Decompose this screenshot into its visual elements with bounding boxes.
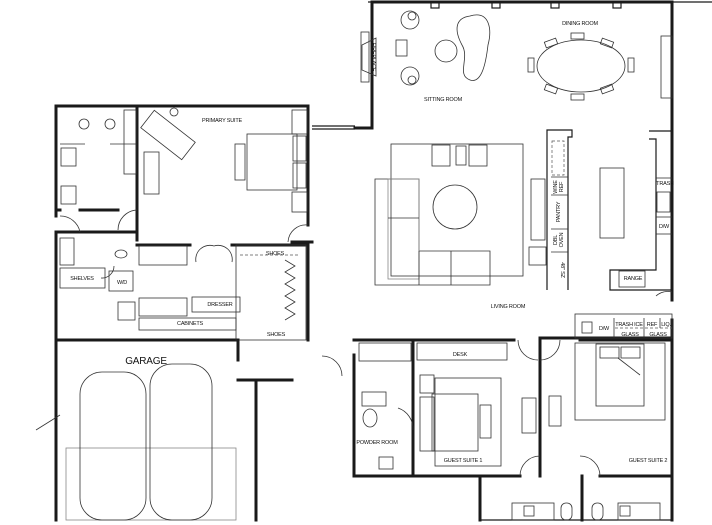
shelves-label: SHELVES xyxy=(70,276,94,282)
dw-kitchen-label: D/W xyxy=(659,224,670,230)
wd-label: W/D xyxy=(117,280,127,286)
powder-room-label: POWDER ROOM xyxy=(356,440,398,446)
dining-table xyxy=(527,32,673,101)
primary-suite-furniture xyxy=(140,107,308,213)
guest-suite-1-label: GUEST SUITE 1 xyxy=(444,458,483,464)
dining-room-label: DINING ROOM xyxy=(562,21,598,27)
guest-bathrooms xyxy=(511,502,661,521)
fireplace: FIREPLACE xyxy=(360,31,377,83)
shoes-top-label: SHOES xyxy=(266,251,285,257)
range-label: RANGE xyxy=(624,276,643,282)
garage-label: GARAGE xyxy=(125,356,167,367)
primary-bath xyxy=(60,109,137,205)
glass-1-label: GLASS xyxy=(621,332,639,338)
living-room-furniture xyxy=(374,143,524,286)
sitting-room-furniture xyxy=(395,10,491,86)
trash-label: TRASH xyxy=(656,181,674,187)
guest-suite-2-furniture xyxy=(548,342,666,427)
liq-label: LIQ. xyxy=(661,322,671,328)
guest-suite-1-furniture: DESK xyxy=(416,342,537,467)
primary-suite-walls xyxy=(54,104,314,522)
dresser-label: DRESSER xyxy=(207,302,232,308)
ref-bar-label: REF xyxy=(647,322,658,328)
guest-wing-walls xyxy=(321,336,674,522)
trash-ice-label: TRASH ICE xyxy=(615,322,643,328)
powder-room-fixtures xyxy=(358,342,412,470)
glass-2-label: GLASS xyxy=(649,332,667,338)
closets-laundry: SHELVES W/D DRESSER CABINETS SHOES SHOES xyxy=(59,237,307,341)
dw-bar-label: D/W xyxy=(599,326,610,332)
sitting-room-label: SITTING ROOM xyxy=(424,97,463,103)
bar-counter: D/W TRASH ICE REF LIQ. GLASS GLASS xyxy=(574,313,673,339)
cabinets-label: CABINETS xyxy=(177,321,203,327)
primary-suite-label: PRIMARY SUITE xyxy=(202,118,243,124)
garage xyxy=(35,338,294,522)
pantry-label: PANTRY xyxy=(556,201,562,222)
kitchen: WINE REF PANTRY DBL OVEN 48" SZ TRASH D/… xyxy=(528,129,674,297)
wine-label: WINE xyxy=(553,180,559,194)
shoes-bottom-label: SHOES xyxy=(267,332,286,338)
oven-label: OVEN xyxy=(559,232,565,247)
sz48-label: 48" SZ xyxy=(559,262,565,278)
desk-label: DESK xyxy=(453,352,468,358)
dbl-label: DBL xyxy=(553,235,559,245)
fireplace-label: FIREPLACE xyxy=(370,43,376,72)
guest-suite-2-label: GUEST SUITE 2 xyxy=(629,458,668,464)
ref-label: REF xyxy=(559,181,565,192)
living-room-label: LIVING ROOM xyxy=(491,304,526,310)
